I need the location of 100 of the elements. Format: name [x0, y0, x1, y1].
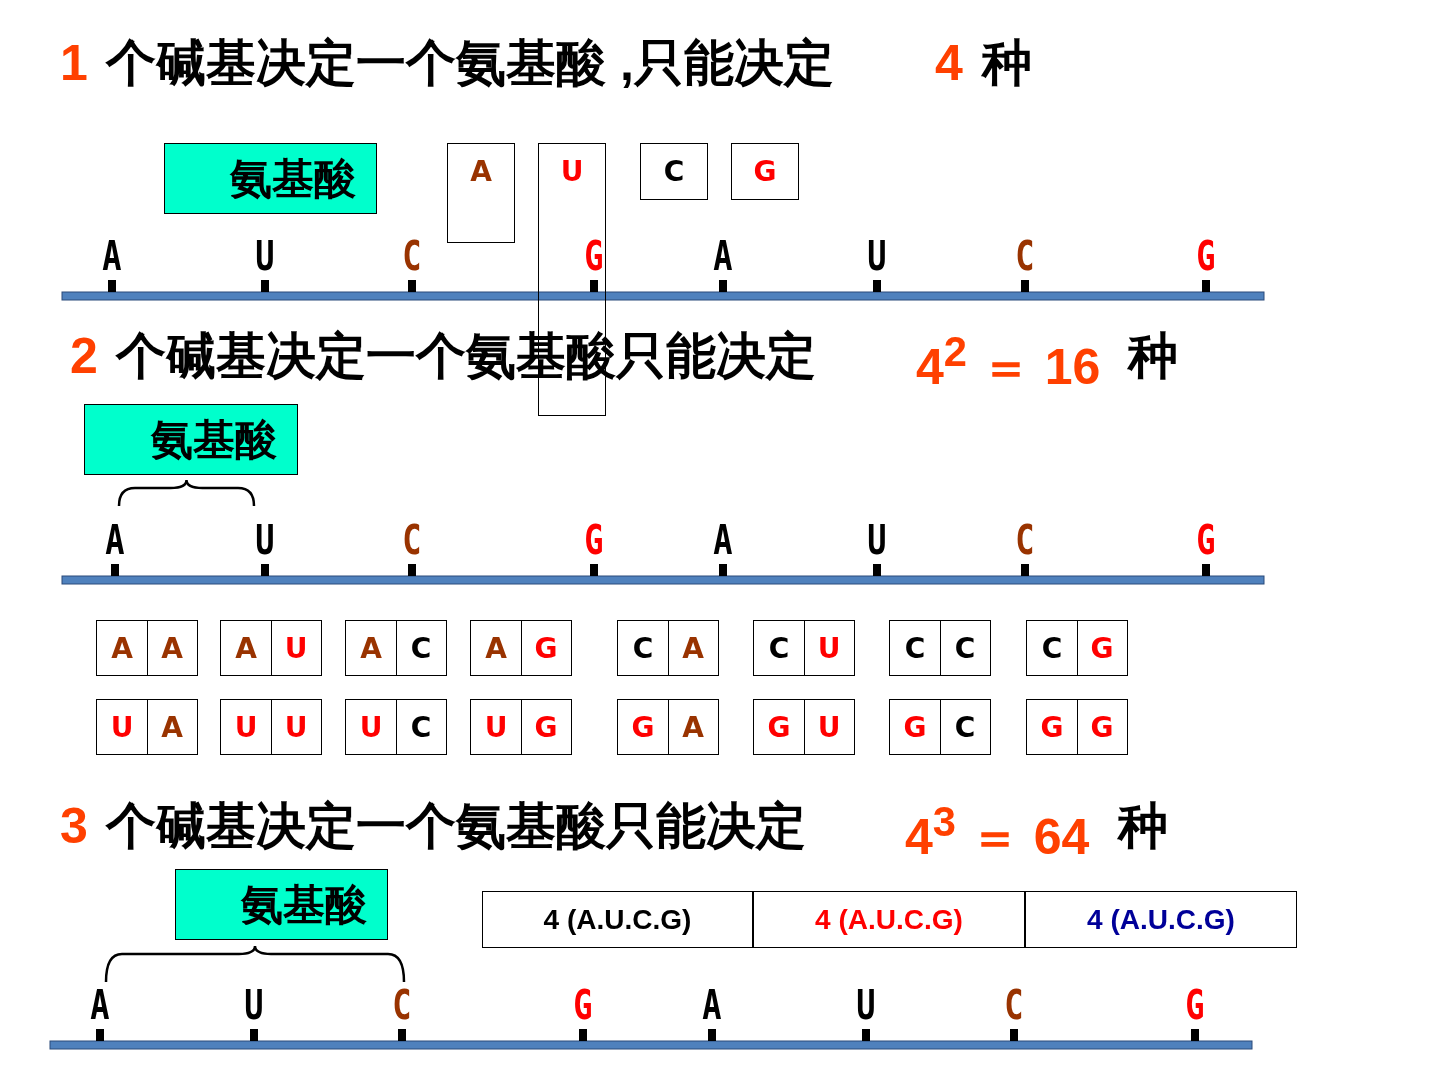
base-letter: G [630, 709, 656, 746]
base-letter: C [409, 630, 433, 667]
strand-base-letter: U [867, 520, 887, 560]
base-pair-box [889, 620, 991, 676]
base-letter: G [752, 158, 778, 186]
base-letter: U [816, 630, 842, 667]
base-pair-box [345, 699, 447, 755]
base-letter: U [109, 709, 135, 746]
base-letter: G [1039, 709, 1065, 746]
heading-text: 种 [1118, 801, 1168, 851]
base-letter: 4 (A.U.C.G) [542, 903, 693, 936]
heading-text: 4$^{3}$ ＝ 64 [905, 801, 1090, 862]
strand-base-letter: U [856, 985, 876, 1025]
base-pair-box [96, 699, 198, 755]
base-letter: G [1089, 709, 1115, 746]
strand-base-letter: A [102, 236, 122, 276]
strand-base-letter: A [713, 236, 733, 276]
base-pair-box [1026, 620, 1128, 676]
base-pair-box [220, 620, 322, 676]
base-pair-box [753, 699, 855, 755]
strand-base-letter: C [392, 985, 412, 1025]
base-letter: A [681, 709, 705, 746]
box-title: 氨基酸 [151, 418, 277, 461]
base-pair-box [345, 620, 447, 676]
base-letter: A [160, 630, 184, 667]
heading-text: 个碱基决定一个氨基酸只能决定 [106, 801, 806, 851]
base-letter: A [110, 630, 134, 667]
base-pair-box [889, 699, 991, 755]
base-pair-box [617, 620, 719, 676]
base-box [447, 143, 515, 243]
heading-text: 个碱基决定一个氨基酸 ,只能决定 [106, 38, 834, 88]
base-count-cell [753, 891, 1025, 948]
amino-acid-box [84, 404, 298, 475]
strand-base-letter: C [1015, 236, 1035, 276]
strand-base-letter: G [584, 236, 604, 276]
base-pair-box [470, 699, 572, 755]
heading-text: 3 [60, 801, 88, 851]
amino-acid-box [175, 869, 388, 940]
strand-base-letter: C [1004, 985, 1024, 1025]
base-letter: C [953, 630, 977, 667]
base-letter: A [681, 630, 705, 667]
strand-base-letter: U [255, 520, 275, 560]
strand-base-letter: A [702, 985, 722, 1025]
strand-base-letter: G [573, 985, 593, 1025]
base-pair-box [96, 620, 198, 676]
base-count-cell [482, 891, 753, 948]
base-letter: A [234, 630, 258, 667]
box-title: 氨基酸 [241, 883, 367, 926]
base-count-cell [1025, 891, 1297, 948]
base-letter: C [409, 709, 433, 746]
strand-base-letter: C [402, 236, 422, 276]
base-letter: G [902, 709, 928, 746]
strand-base-letter: U [867, 236, 887, 276]
base-letter: C [662, 158, 686, 186]
heading-text: 4 [935, 38, 963, 88]
base-letter: U [816, 709, 842, 746]
strand-base-letter: C [1015, 520, 1035, 560]
base-letter: C [903, 630, 927, 667]
base-letter: G [533, 630, 559, 667]
strand-base-letter: U [244, 985, 264, 1025]
base-letter: G [533, 709, 559, 746]
base-pair-box [220, 699, 322, 755]
heading-text: 种 [1128, 331, 1178, 381]
base-letter: A [484, 630, 508, 667]
base-pair-box [470, 620, 572, 676]
strand-base-letter: G [584, 520, 604, 560]
base-letter: U [283, 630, 309, 667]
amino-acid-box [164, 143, 377, 214]
base-letter: A [160, 709, 184, 746]
base-letter: A [469, 158, 493, 186]
base-letter: C [631, 630, 655, 667]
strand-base-letter: U [255, 236, 275, 276]
base-letter: G [1089, 630, 1115, 667]
heading-text: 1 [60, 38, 88, 88]
base-letter: C [767, 630, 791, 667]
base-pair-box [617, 699, 719, 755]
strand-base-letter: G [1196, 520, 1216, 560]
strand-base-letter: G [1196, 236, 1216, 276]
base-letter: U [358, 709, 384, 746]
base-letter: 4 (A.U.C.G) [1086, 903, 1236, 936]
base-pair-box [753, 620, 855, 676]
strand-base-letter: G [1185, 985, 1205, 1025]
base-letter: U [283, 709, 309, 746]
base-box [640, 143, 708, 200]
heading-text: 2 [70, 331, 98, 381]
heading-text: 种 [982, 38, 1032, 88]
base-letter: C [953, 709, 977, 746]
base-letter: U [559, 158, 585, 186]
base-letter: U [233, 709, 259, 746]
base-letter: 4 (A.U.C.G) [814, 903, 964, 936]
strand-base-letter: A [105, 520, 125, 560]
heading-text: 4$^{2}$ ＝ 16 [916, 331, 1101, 392]
strand-base-letter: A [90, 985, 110, 1025]
base-letter: A [359, 630, 383, 667]
box-title: 氨基酸 [230, 157, 356, 200]
base-pair-box [1026, 699, 1128, 755]
base-letter: U [483, 709, 509, 746]
strand-base-letter: C [402, 520, 422, 560]
strand-base-letter: A [713, 520, 733, 560]
base-box [731, 143, 799, 200]
